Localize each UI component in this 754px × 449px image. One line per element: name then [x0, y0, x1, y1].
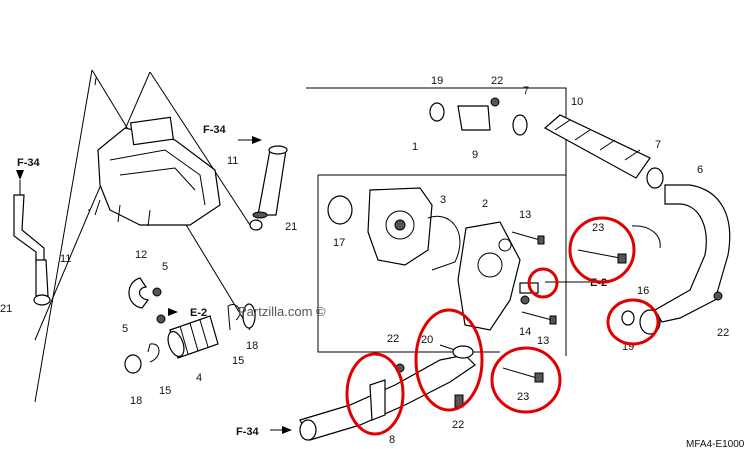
watermark: Partzilla.com ©	[238, 304, 326, 319]
part-label: 23	[592, 222, 604, 234]
highlight-circles	[345, 216, 660, 436]
part-label: 13	[519, 209, 531, 221]
bolts	[502, 231, 627, 383]
pipe-8	[299, 344, 476, 441]
orings-left	[124, 303, 256, 374]
ref-label-f34-top: F-34	[203, 124, 227, 136]
hose-11-center	[249, 145, 288, 231]
part-label: 14	[519, 326, 531, 338]
part-label: 18	[246, 340, 258, 352]
part-label: 9	[472, 149, 478, 161]
ref-label-f34-left: F-34	[17, 157, 41, 169]
part-label: 22	[717, 327, 729, 339]
highlight-circle	[345, 352, 405, 436]
diagram-code: MFA4-E1000	[686, 439, 745, 449]
hose-4	[167, 315, 219, 359]
hose-12	[128, 277, 166, 324]
water-pump	[327, 187, 539, 331]
ref-label-e2: E-2	[190, 307, 207, 319]
part-label: 12	[135, 249, 147, 261]
part-label: 8	[389, 434, 395, 446]
part-labels: 19 22 7 10 1 9 7 6 11 11 21 21 12 5 5 4 …	[0, 75, 729, 446]
part-label: 7	[523, 85, 529, 97]
part-label: 5	[162, 261, 168, 273]
part-label: 21	[285, 221, 297, 233]
part-label: 7	[655, 139, 661, 151]
part-label: 15	[159, 385, 171, 397]
part-label: 22	[387, 333, 399, 345]
part-label: 22	[452, 419, 464, 431]
ref-arrows	[16, 136, 590, 434]
pipe-left	[13, 180, 51, 306]
part-label: 22	[491, 75, 503, 87]
pipe-6	[621, 184, 731, 335]
part-label: 6	[697, 164, 703, 176]
part-label: 20	[421, 334, 433, 346]
highlight-circle	[527, 267, 559, 299]
part-label: 23	[517, 391, 529, 403]
part-label: 11	[227, 155, 238, 167]
part-label: 19	[431, 75, 443, 87]
part-label: 15	[232, 355, 244, 367]
part-label: 2	[482, 198, 488, 210]
ref-label-f34-bottom: F-34	[236, 426, 260, 438]
highlight-circle	[606, 298, 660, 346]
highlight-circle	[568, 216, 636, 284]
highlight-circle	[490, 346, 562, 414]
part-label: 17	[333, 237, 345, 249]
part-label: 16	[637, 285, 649, 297]
part-label: 5	[122, 323, 128, 335]
part-label: 3	[440, 194, 446, 206]
part-label: 11	[60, 253, 71, 265]
upper-hoses	[429, 97, 664, 189]
engine-outline	[94, 116, 221, 227]
part-label: 1	[412, 141, 418, 153]
part-label: 4	[196, 372, 202, 384]
part-label: 18	[130, 395, 142, 407]
part-label: 21	[0, 303, 12, 315]
highlight-circle	[414, 308, 484, 412]
part-label: 13	[537, 335, 549, 347]
part-label: 10	[571, 96, 583, 108]
